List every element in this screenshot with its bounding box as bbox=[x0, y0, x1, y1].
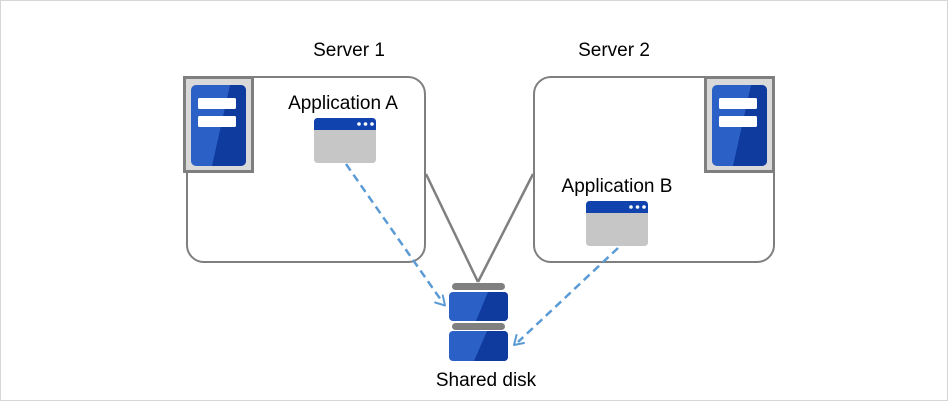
server1-label: Server 1 bbox=[313, 40, 385, 61]
shared-disk-label: Shared disk bbox=[435, 370, 537, 391]
shared-disk-icon bbox=[448, 282, 509, 362]
server2-label: Server 2 bbox=[578, 40, 650, 61]
application-a-label: Application A bbox=[288, 93, 398, 114]
server2-disk-line bbox=[476, 173, 535, 283]
server2-tower-icon bbox=[704, 76, 775, 173]
application-a-window-icon bbox=[314, 118, 376, 163]
server1-disk-line bbox=[424, 173, 480, 283]
application-b-label: Application B bbox=[561, 176, 673, 197]
application-b-window-icon bbox=[586, 201, 648, 246]
server1-tower-icon bbox=[183, 76, 254, 173]
